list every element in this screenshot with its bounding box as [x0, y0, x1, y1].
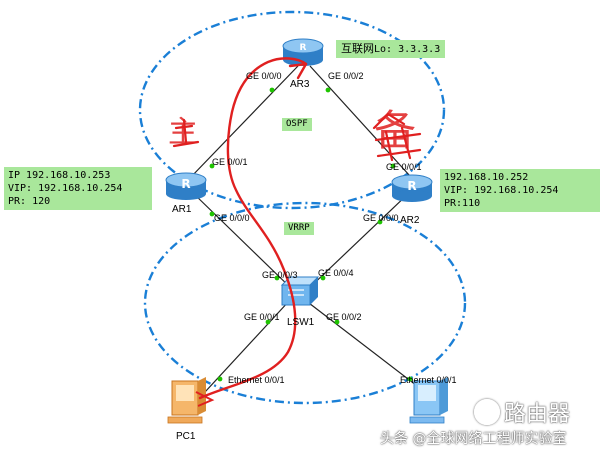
brand-watermark-text: 路由器 [504, 402, 571, 427]
switch-icon[interactable] [280, 276, 320, 306]
port-dots [209, 87, 413, 382]
pc-icon[interactable] [409, 377, 448, 424]
link-ar3-ar1 [189, 65, 299, 179]
port-dot [274, 275, 280, 281]
port-dot [209, 163, 215, 169]
lsw1-label: LSW1 [287, 317, 315, 328]
port-dot [407, 376, 413, 382]
ospf-zone-ellipse [138, 10, 446, 210]
lsw-pc2-port-label: GE 0/0/2 [326, 312, 362, 322]
link-lsw1-pc1 [204, 299, 291, 393]
port-dot [390, 163, 396, 169]
lsw-pc1-port-label: GE 0/0/1 [244, 312, 280, 322]
vrrp-zone-label: VRRP [284, 222, 314, 235]
pc1-eth-port-label: Ethernet 0/0/1 [228, 375, 285, 385]
master-mark-strokes [172, 118, 200, 148]
brand-watermark: 路由器 [474, 396, 570, 428]
link-ar1-lsw1 [191, 191, 296, 293]
svg-text:R: R [300, 43, 307, 53]
ar1-down-port-label: GE 0/0/0 [214, 213, 250, 223]
port-dot [334, 319, 340, 325]
brand-watermark-icon [474, 399, 500, 425]
ar2-label: AR2 [400, 215, 420, 226]
ar3-label: AR3 [290, 79, 310, 90]
credit-watermark: 头条 @全球网络工程师实验室 [380, 431, 567, 447]
router-icon[interactable]: R [391, 174, 433, 202]
svg-text:R: R [181, 177, 190, 191]
traffic-path-annotation [198, 57, 308, 400]
ar2-ip: 192.168.10.252 [444, 172, 529, 183]
ar1-info-box: IP 192.168.10.253 VIP: 192.168.10.254 PR… [4, 167, 152, 210]
loopback-caption: 互联网Lo: 3.3.3.3 [336, 40, 446, 58]
port-dot [265, 319, 271, 325]
port-dot [325, 87, 331, 93]
pc2-eth-port-label: Ethernet 0/0/1 [400, 375, 457, 385]
port-dot [377, 219, 383, 225]
ar3-right-port-label: GE 0/0/2 [328, 71, 364, 81]
port-dot [320, 275, 326, 281]
link-lsw1-pc2 [304, 299, 426, 393]
link-ar2-lsw1 [304, 191, 411, 293]
ar2-info-box: 192.168.10.252 VIP: 192.168.10.254 PR:11… [440, 169, 600, 212]
ar2-priority: PR:110 [444, 198, 481, 209]
port-dot [209, 211, 215, 217]
lsw-ar2-port-label: GE 0/0/4 [318, 268, 354, 278]
ar3-left-port-label: GE 0/0/0 [246, 71, 282, 81]
ar2-up-port-label: GE 0/0/1 [386, 162, 422, 172]
traffic-arrow-head [288, 62, 308, 80]
link-lines [189, 65, 426, 393]
svg-text:R: R [407, 179, 416, 193]
ar1-vip: VIP: 192.168.10.254 [8, 183, 123, 194]
pc-icon[interactable] [167, 377, 206, 424]
ar1-priority: PR: 120 [8, 196, 51, 207]
loopback-address: Lo: 3.3.3.3 [374, 44, 441, 55]
vrrp-zone-ellipse [143, 201, 467, 405]
backup-handwritten-mark: 备 [374, 106, 417, 155]
master-handwritten-mark: 主 [168, 115, 198, 150]
router-icon[interactable]: R [165, 172, 207, 200]
ar2-vip: VIP: 192.168.10.254 [444, 185, 559, 196]
ar1-up-port-label: GE 0/0/1 [212, 157, 248, 167]
ospf-zone-label: OSPF [282, 118, 312, 131]
ar1-label: AR1 [172, 204, 192, 215]
ar2-down-port-label: GE 0/0/0 [363, 213, 399, 223]
backup-mark-strokes [372, 112, 422, 162]
pc1-scribble [195, 391, 215, 407]
internet-label: 互联网 [341, 42, 374, 55]
port-dot [217, 376, 223, 382]
link-ar3-ar2 [309, 65, 411, 177]
ar1-ip: IP 192.168.10.253 [8, 170, 111, 181]
router-icon[interactable]: R [282, 38, 324, 66]
port-dot [269, 87, 275, 93]
pc1-label: PC1 [176, 431, 196, 442]
lsw-ar1-port-label: GE 0/0/3 [262, 270, 298, 280]
